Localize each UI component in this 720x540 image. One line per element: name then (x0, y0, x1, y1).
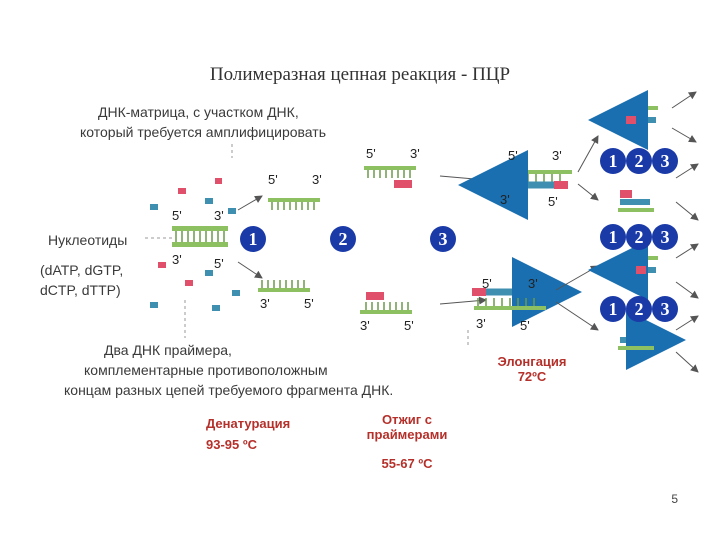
arrow-copy-1 (577, 135, 599, 173)
step-1-circle: 1 (600, 148, 626, 174)
step-1-circle: 1 (240, 226, 266, 252)
step-2-circle: 2 (626, 296, 652, 322)
step-3-circle: 3 (652, 224, 678, 250)
page-title: Полимеразная цепная реакция - ПЦР (209, 64, 511, 85)
strand-bottom (172, 242, 228, 247)
nucleotide-mark (212, 305, 220, 311)
nucleotide-mark (215, 178, 222, 184)
end-label: 5' (482, 276, 492, 291)
end-label: 3' (552, 148, 562, 163)
copy-product-3 (588, 240, 658, 300)
end-label: 3' (312, 172, 322, 187)
annealing-subtitle: праймерами (366, 427, 448, 442)
end-label: 3' (214, 208, 224, 223)
nucleotides-list-line1: (dATP, dGTP, (40, 262, 124, 278)
nucleotide-mark (228, 208, 236, 214)
annealing-temp: 55-67 ºC (381, 456, 433, 471)
denaturation-title: Денатурация (206, 416, 291, 431)
nucleotide-mark (158, 262, 166, 268)
end-label: 5' (508, 148, 518, 163)
denaturation-label: Денатурация 93-95 ºC (206, 416, 290, 452)
end-label: 3' (360, 318, 370, 333)
nucleotide-mark (150, 204, 158, 210)
step-2-circle: 2 (330, 226, 356, 252)
elongated-strand-bottom (472, 257, 582, 327)
template-label-line1: ДНК-матрица, с участком ДНК, (98, 104, 299, 120)
end-label: 3' (476, 316, 486, 331)
arrow-anneal-top (439, 175, 487, 184)
step-3-circle: 3 (652, 148, 678, 174)
arrow-copy-2 (577, 183, 599, 201)
copy-product-2 (618, 190, 654, 212)
step-3-circle: 3 (652, 296, 678, 322)
end-label: 3' (528, 276, 538, 291)
elongated-strand-top (458, 150, 572, 220)
elongation-title: Элонгация (497, 354, 567, 369)
nucleotide-cluster (150, 178, 240, 311)
nucleotides-label: Нуклеотиды (48, 232, 128, 248)
end-label: 5' (366, 146, 376, 161)
nucleotide-mark (185, 280, 193, 286)
end-label: 5' (214, 256, 224, 271)
primers-label-line2: комплементарные противоположным (84, 362, 328, 378)
annealing-title: Отжиг с (381, 412, 433, 427)
end-label: 3' (172, 252, 182, 267)
step-1-circle: 1 (600, 296, 626, 322)
nucleotide-mark (205, 198, 213, 204)
end-label: 3' (500, 192, 510, 207)
copy-product-4 (618, 310, 686, 370)
primers-label-line3: концам разных цепей требуемого фрагмента… (64, 382, 394, 398)
annealed-strand-top (364, 166, 416, 188)
arrow-copy-3 (555, 265, 599, 291)
end-label: 5' (520, 318, 530, 333)
end-label: 5' (548, 194, 558, 209)
end-label: 3' (410, 146, 420, 161)
arrow-anneal-bottom (439, 296, 487, 305)
elongation-temp: 72ºC (517, 369, 547, 384)
step-1-circle: 1 (600, 224, 626, 250)
elongation-label: Элонгация 72ºC (492, 354, 572, 384)
template-label-line2: который требуется амплифицировать (80, 124, 326, 140)
end-label: 5' (304, 296, 314, 311)
arrow-copy-4 (555, 301, 599, 331)
primer (366, 292, 384, 300)
end-label: 5' (172, 208, 182, 223)
nucleotides-list-line2: dCTP, dTTP) (40, 282, 121, 298)
primers-label-line1: Два ДНК праймера, (104, 342, 232, 358)
strand-top (172, 226, 228, 231)
step-2-circle: 2 (626, 224, 652, 250)
outgoing-arrows (671, 91, 699, 373)
template-dna (172, 226, 228, 247)
end-label: 5' (268, 172, 278, 187)
primer (394, 180, 412, 188)
nucleotide-mark (205, 270, 213, 276)
arrow-denature-bottom (237, 261, 263, 279)
single-strand-top (268, 198, 320, 210)
single-strand-bottom (258, 280, 310, 292)
page-number: 5 (671, 492, 678, 506)
annealed-strand-bottom (360, 292, 412, 314)
denaturation-temp: 93-95 ºC (206, 437, 257, 452)
step-3-circle: 3 (430, 226, 456, 252)
nucleotide-mark (178, 188, 186, 194)
arrow-denature-top (237, 195, 263, 211)
end-label: 3' (260, 296, 270, 311)
copy-product-1 (588, 90, 658, 150)
annealing-label: Отжиг с праймерами 55-67 ºC (352, 412, 462, 471)
end-label: 5' (404, 318, 414, 333)
nucleotide-mark (150, 302, 158, 308)
nucleotide-mark (232, 290, 240, 296)
step-2-circle: 2 (626, 148, 652, 174)
